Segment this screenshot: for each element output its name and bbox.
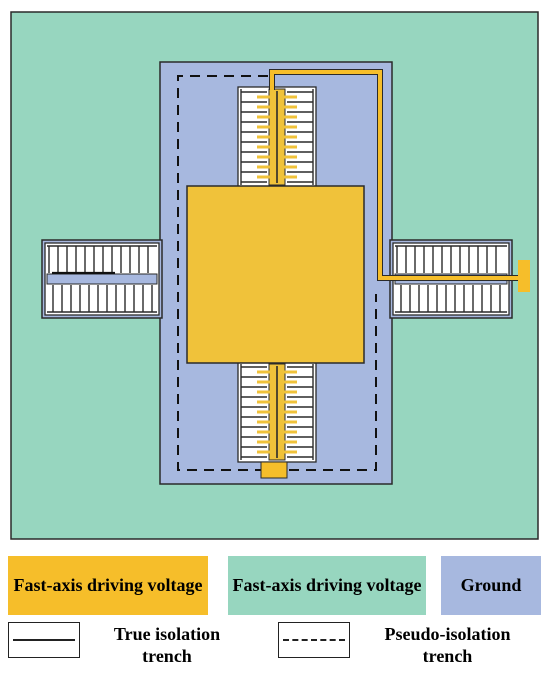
true-isolation-label-line2: trench bbox=[142, 646, 192, 666]
left-comb-fingers bbox=[48, 246, 153, 312]
pseudo-isolation-trench bbox=[177, 75, 377, 471]
legend-ground: Ground bbox=[441, 556, 541, 615]
mirror-plate bbox=[186, 185, 365, 364]
legend-fast-axis-voltage-yellow: Fast-axis driving voltage bbox=[8, 556, 208, 615]
true-isolation-label-line1: True isolation bbox=[113, 624, 221, 644]
routing-wire bbox=[270, 70, 520, 280]
top-comb-left-fingers bbox=[241, 91, 267, 183]
legend-fast-axis-voltage-green-label: Fast-axis driving voltage bbox=[232, 575, 422, 595]
legend-fast-axis-voltage-yellow-label: Fast-axis driving voltage bbox=[13, 575, 203, 595]
bottom-bond-pad bbox=[260, 461, 288, 479]
left-comb-beam bbox=[46, 273, 158, 285]
top-comb-right-fingers bbox=[287, 91, 313, 183]
pseudo-isolation-trench-label: Pseudo-isolation trench bbox=[365, 623, 530, 667]
pseudo-isolation-trench-symbol bbox=[278, 622, 350, 658]
right-comb-fingers bbox=[396, 246, 501, 312]
bottom-comb-right-fingers bbox=[287, 366, 313, 458]
legend-ground-label: Ground bbox=[460, 575, 522, 595]
legend-fast-axis-voltage-green: Fast-axis driving voltage bbox=[228, 556, 426, 615]
right-bond-pad bbox=[518, 260, 530, 292]
bottom-comb-left-fingers bbox=[241, 366, 267, 458]
true-isolation-trench-label: True isolation trench bbox=[92, 623, 242, 667]
pseudo-isolation-label-line2: trench bbox=[422, 646, 473, 666]
mems-mirror-diagram bbox=[10, 11, 539, 540]
pseudo-isolation-label-line1: Pseudo-isolation bbox=[384, 624, 511, 644]
true-isolation-trench-symbol bbox=[8, 622, 80, 658]
